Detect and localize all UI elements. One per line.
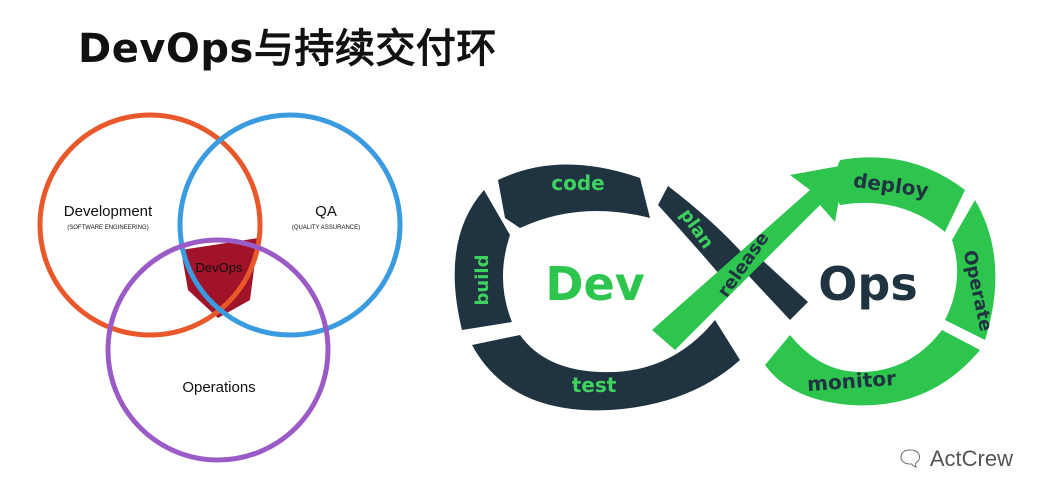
venn-diagram: Development (SOFTWARE ENGINEERING) QA (Q… <box>37 112 403 463</box>
build-label: build <box>472 255 493 306</box>
plan-to-release-link <box>748 258 808 320</box>
monitor-segment <box>765 330 980 406</box>
watermark: 🗨 ActCrew <box>896 446 1013 472</box>
qa-sublabel: (QUALITY ASSURANCE) <box>292 225 360 231</box>
operations-circle <box>105 237 331 463</box>
devops-infinity-loop: Dev Ops code plan build test deploy rele… <box>454 157 996 411</box>
release-arrow <box>652 165 845 350</box>
watermark-text: ActCrew <box>929 446 1013 471</box>
development-label: Development <box>64 203 153 220</box>
plan-segment <box>658 186 745 275</box>
ops-label: Ops <box>818 257 917 311</box>
test-segment <box>472 320 740 411</box>
qa-circle <box>177 112 403 338</box>
operate-segment <box>945 200 996 340</box>
dev-label: Dev <box>545 257 644 311</box>
development-sublabel: (SOFTWARE ENGINEERING) <box>67 225 148 231</box>
qa-label: QA <box>315 203 337 220</box>
code-segment <box>498 164 650 228</box>
test-label: test <box>572 373 617 397</box>
development-circle <box>37 112 263 338</box>
page-title: DevOps与持续交付环 <box>78 26 497 72</box>
code-label: code <box>551 171 604 195</box>
deploy-segment <box>830 157 965 232</box>
operations-label: Operations <box>182 379 255 396</box>
devops-center-label: DevOps <box>196 260 243 275</box>
devops-intersection <box>181 238 258 318</box>
wechat-icon: 🗨 <box>895 446 924 471</box>
build-segment <box>454 190 512 330</box>
